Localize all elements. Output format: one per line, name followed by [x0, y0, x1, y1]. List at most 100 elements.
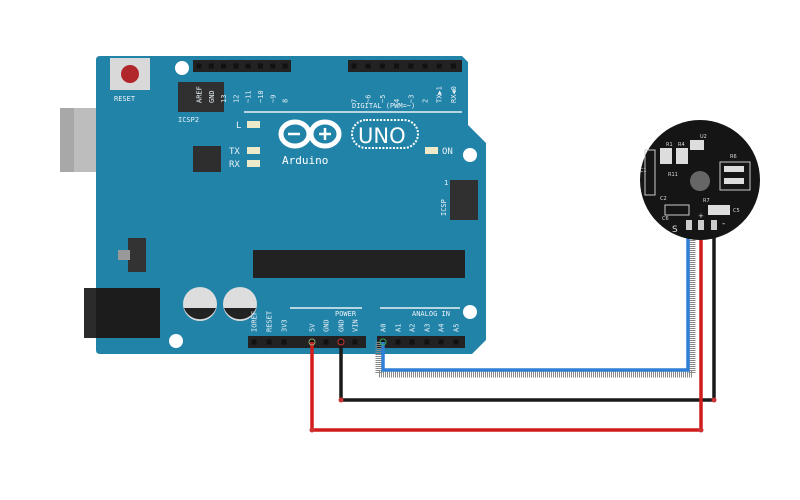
header-pin — [438, 339, 444, 345]
pin-label: RX◀0 — [450, 86, 458, 103]
capacitor — [223, 287, 257, 321]
led-l — [247, 121, 260, 128]
header-pin — [270, 63, 276, 69]
header-pin — [395, 339, 401, 345]
header-pin — [422, 63, 428, 69]
digital-header-left — [193, 60, 291, 72]
pin-5v-contact — [308, 338, 316, 346]
wire-junction — [698, 427, 704, 433]
icsp2-header — [178, 82, 224, 112]
sensor-label-r6: R6 — [730, 154, 737, 160]
header-pin — [394, 63, 400, 69]
pin-label: 8 — [282, 99, 290, 103]
pin-a0-contact — [379, 338, 387, 346]
power-wire — [310, 230, 703, 432]
header-pin — [352, 339, 358, 345]
pin-label: TX▶1 — [436, 86, 444, 103]
header-pin — [233, 63, 239, 69]
pin-label: 4 — [393, 99, 401, 103]
pin-label: VIN — [352, 319, 360, 332]
sensor-label-c5: C5 — [733, 208, 740, 214]
header-pin — [323, 339, 329, 345]
mounting-hole — [463, 148, 477, 162]
pin-label: 2 — [422, 99, 430, 103]
pin-label: ~5 — [379, 95, 387, 103]
header-pin — [221, 63, 227, 69]
analog-label: ANALOG IN — [412, 310, 450, 318]
sensor-led — [690, 171, 710, 191]
sensor-label-r4: R4 — [678, 142, 685, 148]
pin-label: A4 — [438, 324, 446, 332]
pulse-sensor — [640, 120, 760, 240]
pin-label: A2 — [409, 324, 417, 332]
signal-wire — [381, 230, 690, 372]
wire-junction — [338, 397, 344, 403]
icsp-header — [450, 180, 478, 220]
header-pin — [282, 63, 288, 69]
sensor-label-c6: C6 — [662, 216, 669, 222]
pin-label: 7 — [351, 99, 359, 103]
arduino-logo — [278, 119, 419, 149]
voltage-regulator — [118, 238, 146, 272]
mounting-hole — [169, 334, 183, 348]
pin-label: GND — [323, 319, 331, 332]
reset-label: RESET — [114, 95, 136, 103]
header-pin — [450, 63, 456, 69]
arduino-board — [96, 56, 486, 354]
pin-label: A5 — [453, 324, 461, 332]
header-pin — [208, 63, 214, 69]
header-pin — [251, 339, 257, 345]
led-on — [425, 147, 438, 154]
pin-label: AREF — [196, 86, 204, 103]
led-rx-label: RX — [229, 160, 240, 170]
header-pin — [408, 63, 414, 69]
reset-button[interactable] — [110, 58, 150, 90]
pin-label: RESET — [266, 310, 274, 332]
header-pin — [266, 339, 272, 345]
led-l-label: L — [236, 121, 241, 131]
pin-label: 12 — [232, 95, 240, 103]
sensor-label-c2: C2 — [660, 196, 667, 202]
pin-label: ~10 — [257, 90, 265, 103]
pin-label: A0 — [380, 324, 388, 332]
signal-wire-outline — [375, 230, 696, 378]
led-rx — [247, 160, 260, 167]
pin-label: ~9 — [269, 95, 277, 103]
ground-wire — [339, 230, 716, 402]
pin-label: ~3 — [407, 95, 415, 103]
sensor-label-c1: C1 — [640, 168, 647, 174]
header-pin — [365, 63, 371, 69]
sensor-label-r1: R1 — [666, 142, 673, 148]
mounting-hole — [463, 305, 477, 319]
header-pin — [453, 339, 459, 345]
sensor-pin-plus-label: + — [698, 212, 704, 220]
header-pin — [436, 63, 442, 69]
sensor-pin-s-label: S — [672, 225, 678, 235]
digital-header-label: DIGITAL (PWM=~) — [352, 102, 415, 110]
header-pin — [245, 63, 251, 69]
header-pin — [379, 63, 385, 69]
sensor-label-r11: R11 — [668, 172, 678, 178]
header-pin — [258, 63, 263, 69]
pin-label: 13 — [220, 95, 228, 103]
led-tx — [247, 147, 260, 154]
pin-label: GND — [338, 319, 346, 332]
led-on-label: ON — [442, 147, 453, 157]
pin-label: IOREF — [251, 311, 259, 332]
pin-label: ~6 — [365, 95, 373, 103]
digital-header-right — [348, 60, 462, 72]
pin-gnd-contact — [337, 338, 345, 346]
microcontroller — [253, 250, 465, 278]
header-pin — [424, 339, 430, 345]
usb-chip — [193, 146, 221, 172]
model-label: UNO — [358, 124, 406, 148]
wire-junction — [711, 397, 717, 403]
pin-label: A3 — [424, 324, 432, 332]
pin-label: GND — [208, 90, 216, 103]
icsp-label: ICSP — [440, 199, 448, 216]
header-pin — [409, 339, 415, 345]
sensor-pin-minus-label: - — [722, 219, 725, 229]
pin-label: 3V3 — [281, 319, 289, 332]
